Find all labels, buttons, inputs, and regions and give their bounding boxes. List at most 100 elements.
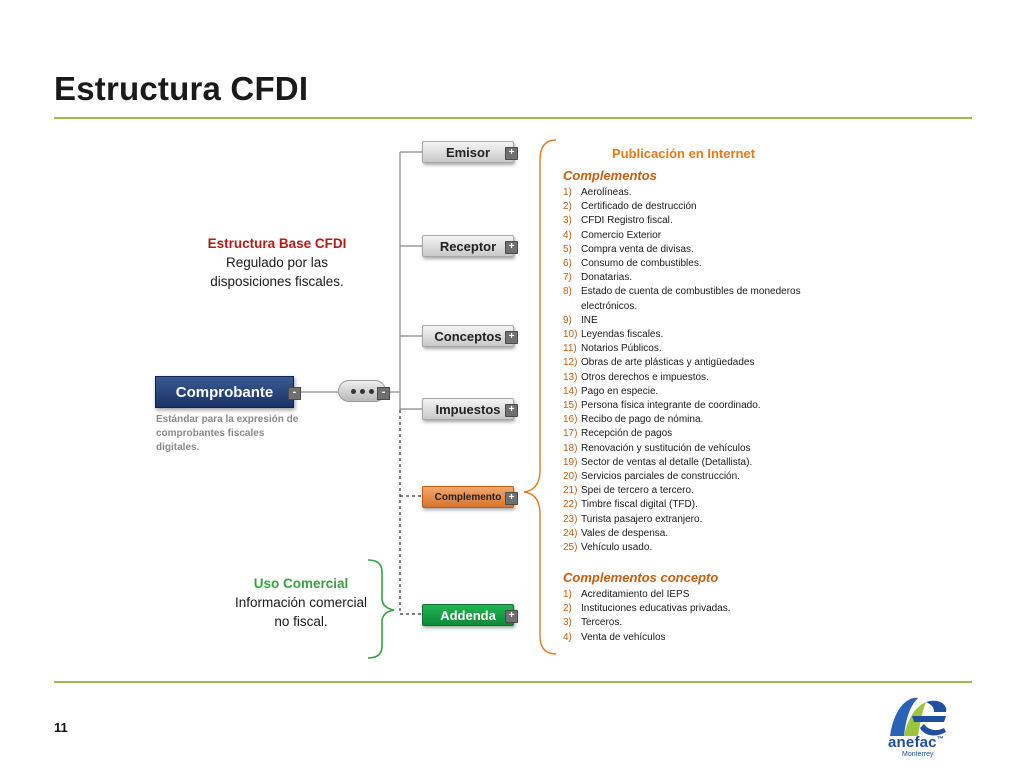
list-item-text: Vales de despensa. xyxy=(581,527,669,539)
list-item-text: Recepción de pagos xyxy=(581,428,673,440)
list-item: 5) Compra venta de divisas. xyxy=(563,243,833,257)
list-item: 4)Venta de vehículos xyxy=(563,631,833,645)
list-item-number: 7) xyxy=(563,272,572,284)
list-item: 10)Leyendas fiscales. xyxy=(563,328,833,342)
list-item: 11) Notarios Públicos. xyxy=(563,342,833,356)
list-item-text: Estado de cuenta de combustibles de mone… xyxy=(581,286,801,312)
list-item: 1) Aerolíneas. xyxy=(563,186,833,200)
list-item-text: Obras de arte plásticas y antigüedades xyxy=(581,357,755,369)
list-item-number: 11) xyxy=(563,343,577,355)
list-item-text: INE xyxy=(581,314,598,326)
list-item-number: 16) xyxy=(563,414,578,426)
list-item-text: Pago en especie. xyxy=(581,385,659,397)
receptor-expand-button[interactable]: + xyxy=(505,241,518,254)
list-item-text: Timbre fiscal digital (TFD). xyxy=(581,499,698,511)
list-item: 13)Otros derechos e impuestos. xyxy=(563,371,833,385)
list-item: 2)Certificado de destrucción xyxy=(563,200,833,214)
list-item: 17)Recepción de pagos xyxy=(563,427,833,441)
complementos-concepto-title: Complementos concepto xyxy=(563,570,719,585)
list-item: 20)Servicios parciales de construcción. xyxy=(563,470,833,484)
emisor-node[interactable]: Emisor xyxy=(422,141,514,163)
list-item-number: 9) xyxy=(563,314,572,326)
list-item-text: Compra venta de divisas. xyxy=(581,243,694,255)
list-item-text: Comercio Exterior xyxy=(581,229,662,241)
list-item-text: Certificado de destrucción xyxy=(581,201,697,213)
uso-comercial-note: Uso Comercial Información comercial no f… xyxy=(230,574,372,631)
list-item: 24)Vales de despensa. xyxy=(563,527,833,541)
list-item-number: 21) xyxy=(563,485,578,497)
list-item: 16)Recibo de pago de nómina. xyxy=(563,413,833,427)
comprobante-description: Estándar para la expresión de comprobant… xyxy=(156,414,299,453)
root-collapse-button[interactable]: - xyxy=(288,387,301,400)
list-item-text: Terceros. xyxy=(581,617,623,629)
list-item-text: Notarios Públicos. xyxy=(581,343,662,355)
list-item-text: Spei de tercero a tercero. xyxy=(581,485,694,497)
list-item-number: 2) xyxy=(563,603,572,615)
logo-wordmark: anefac™ xyxy=(888,734,944,751)
list-item-number: 8) xyxy=(563,286,572,298)
list-item: 25)Vehículo usado. xyxy=(563,541,833,555)
footer-rule xyxy=(54,681,972,683)
impuestos-expand-button[interactable]: + xyxy=(505,404,518,417)
list-item-text: Acreditamiento del IEPS xyxy=(581,589,690,600)
list-item-number: 20) xyxy=(563,471,578,483)
list-item-text: Servicios parciales de construcción. xyxy=(581,471,740,483)
list-item: 1) Acreditamiento del IEPS xyxy=(563,588,833,602)
list-item-number: 5) xyxy=(563,243,572,255)
list-item-text: Recibo de pago de nómina. xyxy=(581,414,704,426)
list-item-number: 14) xyxy=(563,385,578,397)
list-item-number: 1) xyxy=(563,589,572,600)
addenda-node[interactable]: Addenda xyxy=(422,604,514,626)
impuestos-node[interactable]: Impuestos xyxy=(422,398,514,420)
list-item: 15)Persona física integrante de coordina… xyxy=(563,399,833,413)
uso-comercial-body: Información comercial no fiscal. xyxy=(234,595,368,629)
receptor-node[interactable]: Receptor xyxy=(422,235,514,257)
list-item: 6) Consumo de combustibles. xyxy=(563,257,833,271)
estructura-base-note: Estructura Base CFDI Regulado por las di… xyxy=(196,234,358,291)
slide-title: Estructura CFDI xyxy=(54,70,309,107)
list-item: 21)Spei de tercero a tercero. xyxy=(563,484,833,498)
uso-brace xyxy=(367,559,395,659)
list-item: 9) INE xyxy=(563,314,833,328)
publication-brace xyxy=(523,139,557,655)
comprobante-node[interactable]: Comprobante xyxy=(155,376,294,408)
addenda-expand-button[interactable]: + xyxy=(505,610,518,623)
list-item: 3) Terceros. xyxy=(563,616,833,630)
emisor-expand-button[interactable]: + xyxy=(505,147,518,160)
complemento-node[interactable]: Complemento xyxy=(422,486,514,508)
list-item-text: Renovación y sustitución de vehículos xyxy=(581,442,751,454)
list-item: 2) Instituciones educativas privadas. xyxy=(563,602,833,616)
list-item-text: Consumo de combustibles. xyxy=(581,258,702,270)
list-item-number: 6) xyxy=(563,258,572,270)
list-item: 18)Renovación y sustitución de vehículos xyxy=(563,442,833,456)
sequence-collapse-button[interactable]: - xyxy=(377,387,390,400)
conceptos-node[interactable]: Conceptos xyxy=(422,325,514,347)
list-item-number: 15) xyxy=(563,400,578,412)
list-item-text: Sector de ventas al detalle (Detallista)… xyxy=(581,456,753,468)
title-rule xyxy=(54,117,972,119)
uso-comercial-heading: Uso Comercial xyxy=(253,576,349,591)
list-item-text: CFDI Registro fiscal. xyxy=(581,215,673,227)
list-item-text: Vehículo usado. xyxy=(581,542,653,554)
list-item: 19)Sector de ventas al detalle (Detallis… xyxy=(563,456,833,470)
list-item-text: Aerolíneas. xyxy=(581,187,632,198)
list-item-number: 4) xyxy=(563,229,572,241)
list-item: 3)CFDI Registro fiscal. xyxy=(563,214,833,228)
list-item-number: 25) xyxy=(563,542,578,554)
list-item-number: 10) xyxy=(563,329,578,341)
estructura-base-body: Regulado por las disposiciones fiscales. xyxy=(210,255,344,289)
list-item-number: 1) xyxy=(563,187,572,198)
list-item: 12)Obras de arte plásticas y antigüedade… xyxy=(563,356,833,370)
complemento-expand-button[interactable]: + xyxy=(505,492,518,505)
list-item-number: 18) xyxy=(563,442,578,454)
list-item-number: 4) xyxy=(563,631,572,643)
list-item-text: Persona física integrante de coordinado. xyxy=(581,400,761,412)
logo-subtitle: Monterrey xyxy=(902,751,934,758)
list-item-number: 22) xyxy=(563,499,578,511)
list-item: 4) Comercio Exterior xyxy=(563,229,833,243)
list-item-number: 3) xyxy=(563,617,572,629)
conceptos-expand-button[interactable]: + xyxy=(505,331,518,344)
list-item-number: 23) xyxy=(563,513,578,525)
list-item-text: Instituciones educativas privadas. xyxy=(581,603,731,615)
